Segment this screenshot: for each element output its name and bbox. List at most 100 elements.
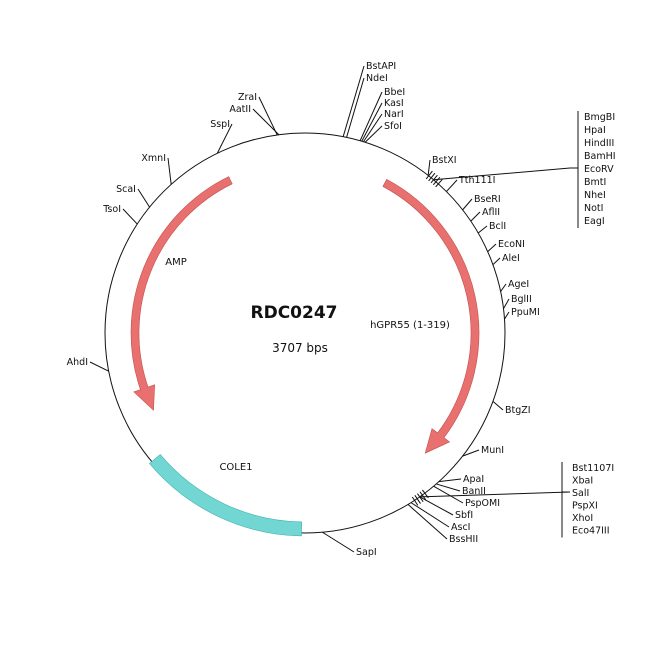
feature-hgpr55-1-319-arrow bbox=[382, 178, 480, 454]
site-label-ndei: NdeI bbox=[366, 73, 388, 84]
site-label-zrai: ZraI bbox=[238, 92, 257, 103]
site-label-sbfi: SbfI bbox=[455, 510, 473, 521]
site-label-bglii: BglII bbox=[511, 294, 532, 305]
group-site-label-nhei: NheI bbox=[584, 190, 606, 201]
site-tick-ppumi bbox=[504, 311, 510, 320]
group-1-leader bbox=[419, 491, 571, 498]
site-tick-tsoi bbox=[122, 208, 138, 225]
group-site-label-pspxi: PspXI bbox=[572, 501, 598, 512]
feature-label-amp: AMP bbox=[165, 257, 187, 268]
group-site-label-eco47iii: Eco47III bbox=[572, 526, 610, 537]
site-label-econi: EcoNI bbox=[498, 239, 525, 250]
feature-cole1-block bbox=[149, 454, 303, 537]
site-tick-bseri bbox=[462, 198, 473, 211]
site-tick-scai bbox=[137, 188, 150, 208]
site-label-bcli: BclI bbox=[489, 221, 506, 232]
plasmid-size: 3707 bps bbox=[272, 341, 328, 355]
group-1-hatch-4 bbox=[411, 496, 419, 506]
group-0-hatch-0 bbox=[425, 170, 433, 180]
site-groups-layer: BmgBI HpaI HindIII BamHI EcoRV BmtI NheI NotI Ea… bbox=[411, 111, 616, 538]
site-label-scai: ScaI bbox=[116, 184, 136, 195]
site-label-tth111i: Tth111I bbox=[458, 175, 495, 186]
site-label-btgzi: BtgZI bbox=[505, 405, 531, 416]
group-site-label-bmgbi: BmgBI bbox=[584, 112, 615, 123]
site-tick-econi bbox=[487, 243, 497, 253]
site-label-bstxi: BstXI bbox=[432, 155, 457, 166]
site-tick-sspi bbox=[216, 123, 233, 154]
site-tick-banii bbox=[436, 483, 461, 492]
site-label-bseri: BseRI bbox=[474, 194, 501, 205]
site-label-ppumi: PpuMI bbox=[511, 307, 540, 318]
group-site-label-bamhi: BamHI bbox=[584, 151, 616, 162]
site-label-aatii: AatII bbox=[229, 104, 251, 115]
site-tick-asci bbox=[410, 502, 450, 528]
group-1-hatch-1 bbox=[419, 491, 427, 501]
site-label-sspi: SspI bbox=[210, 119, 230, 130]
group-site-label-bst1107i: Bst1107I bbox=[572, 463, 614, 474]
site-tick-kasi bbox=[361, 102, 383, 142]
group-0-hatch-1 bbox=[428, 172, 436, 182]
site-label-apai: ApaI bbox=[463, 474, 484, 485]
group-site-label-ecorv: EcoRV bbox=[584, 164, 614, 175]
group-site-label-xbai: XbaI bbox=[572, 476, 593, 487]
group-site-label-noti: NotI bbox=[584, 203, 603, 214]
group-0-leader bbox=[433, 167, 571, 181]
site-tick-tth111i bbox=[446, 179, 458, 192]
site-tick-ndei bbox=[346, 77, 365, 138]
group-site-label-bmti: BmtI bbox=[584, 177, 606, 188]
group-1-hatch-2 bbox=[417, 493, 424, 503]
site-tick-aflii bbox=[470, 211, 481, 222]
site-tick-bsshii bbox=[407, 504, 448, 540]
site-tick-xmni bbox=[167, 157, 172, 185]
site-label-nari: NarI bbox=[384, 109, 404, 120]
feature-label-cole1: COLE1 bbox=[219, 462, 252, 473]
site-tick-bcli bbox=[477, 225, 488, 234]
group-site-label-hindiii: HindIII bbox=[584, 138, 614, 149]
site-label-pspomi: PspOMI bbox=[465, 498, 500, 509]
site-tick-ahdi bbox=[89, 361, 109, 372]
site-tick-bstxi bbox=[427, 159, 431, 176]
site-label-ahdi: AhdI bbox=[67, 357, 88, 368]
site-label-muni: MunI bbox=[481, 445, 504, 456]
plasmid-backbone-circle bbox=[104, 132, 506, 534]
features-layer: AMP hGPR55 (1-319) COLE1 bbox=[130, 176, 480, 537]
site-tick-alei bbox=[492, 257, 501, 265]
site-label-alei: AleI bbox=[502, 253, 520, 264]
site-label-bbei: BbeI bbox=[384, 87, 405, 98]
site-tick-sfoi bbox=[364, 125, 383, 143]
feature-amp-arrow bbox=[130, 176, 233, 411]
site-label-aflii: AflII bbox=[482, 207, 500, 218]
site-label-sapi: SapI bbox=[356, 547, 377, 558]
site-tick-sbfi bbox=[419, 496, 454, 516]
site-label-asci: AscI bbox=[451, 522, 470, 533]
site-tick-pspomi bbox=[433, 485, 464, 504]
site-label-banii: BanII bbox=[462, 486, 486, 497]
site-tick-bbei bbox=[359, 91, 383, 141]
site-label-sfoi: SfoI bbox=[384, 121, 402, 132]
group-site-label-sali: SalI bbox=[572, 488, 589, 499]
site-label-bstapi: BstAPI bbox=[366, 61, 396, 72]
site-label-bsshii: BssHII bbox=[449, 534, 478, 545]
site-tick-bstapi bbox=[342, 65, 365, 137]
site-tick-nari bbox=[363, 113, 383, 143]
feature-label-hgpr55-1-319: hGPR55 (1-319) bbox=[370, 320, 450, 331]
site-tick-zrai bbox=[258, 96, 278, 136]
site-tick-muni bbox=[462, 449, 480, 457]
site-tick-btgzi bbox=[492, 401, 504, 411]
group-0-hatch-2 bbox=[430, 174, 438, 184]
site-tick-sapi bbox=[322, 531, 355, 553]
group-site-label-hpai: HpaI bbox=[584, 125, 606, 136]
site-label-agei: AgeI bbox=[508, 279, 529, 290]
group-site-label-xhoi: XhoI bbox=[572, 513, 593, 524]
site-label-kasi: KasI bbox=[384, 98, 404, 109]
plasmid-name: RDC0247 bbox=[251, 303, 338, 323]
site-label-tsoi: TsoI bbox=[102, 204, 121, 215]
site-tick-agei bbox=[500, 283, 507, 292]
group-site-label-eagi: EagI bbox=[584, 216, 605, 227]
site-tick-bglii bbox=[503, 298, 510, 309]
site-tick-aatii bbox=[252, 108, 280, 136]
site-label-xmni: XmnI bbox=[141, 153, 166, 164]
group-0-hatch-3 bbox=[432, 176, 441, 186]
